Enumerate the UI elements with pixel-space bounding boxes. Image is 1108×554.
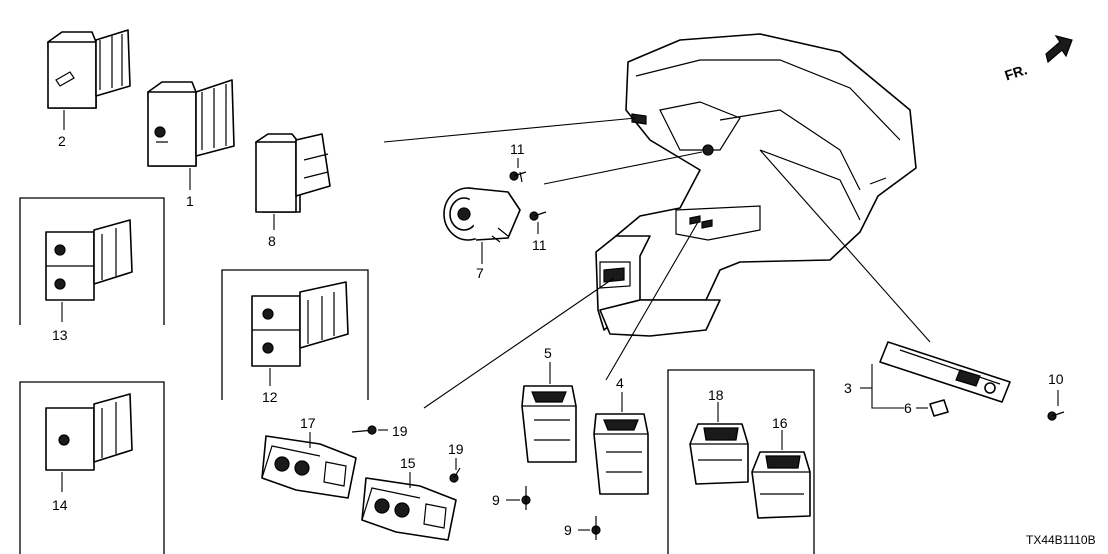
group-box-14 [19,381,165,554]
dashboard-console-illustration [595,33,917,337]
leader-7-to-dash [543,151,703,185]
callout-9-lower: 9 [564,522,572,538]
callout-14: 14 [52,497,68,513]
front-direction-arrow-icon [1045,35,1073,64]
screw-part-11-upper [509,158,527,183]
group-box-12 [221,269,369,400]
switch-part-13 [45,219,133,322]
switch-part-4 [593,392,649,495]
screw-part-9-lower [578,516,601,540]
leader-12-to-console [423,277,615,409]
callout-9-upper: 9 [492,492,500,508]
switch-part-2 [47,29,131,130]
callout-18: 18 [708,387,724,403]
callout-5: 5 [544,345,552,361]
callout-4: 4 [616,375,624,391]
callout-11-upper: 11 [510,141,525,157]
screw-part-19-right [449,458,461,483]
callout-19-right: 19 [448,441,464,457]
switch-part-18 [689,402,749,485]
group-box-13 [19,197,165,325]
jack-part-15 [361,472,457,541]
switch-part-14 [45,393,133,492]
callout-13: 13 [52,327,68,343]
callout-15: 15 [400,455,416,471]
callout-6: 6 [904,400,912,416]
callout-8: 8 [268,233,276,249]
bracket-part-8 [255,133,331,230]
leader-8-to-dash [383,117,637,143]
leader-3-to-dash [759,149,931,343]
diagram-code: TX44B1110B [1026,533,1096,547]
callout-17: 17 [300,415,316,431]
switch-part-5 [521,362,577,463]
ignition-switch-part-7 [443,187,521,264]
callout-2: 2 [58,133,66,149]
screw-part-9-upper [506,486,531,510]
callout-7: 7 [476,265,484,281]
callout-11-lower: 11 [532,237,547,253]
screw-part-11-lower [529,211,547,234]
callout-1: 1 [186,193,194,209]
screw-part-19-left [351,425,388,435]
callout-12: 12 [262,389,278,405]
switch-part-1 [147,79,235,190]
switch-part-16 [751,430,811,519]
callout-3: 3 [844,380,852,396]
leader-4-to-console [605,221,699,381]
callout-10: 10 [1048,371,1064,387]
callout-16: 16 [772,415,788,431]
switch-part-12 [251,281,349,386]
clip-part-6 [916,399,949,417]
callout-19-left: 19 [392,423,408,439]
panel-part-3 [860,341,1011,409]
jack-part-17 [261,432,357,499]
screw-part-10 [1047,390,1065,421]
group-box-16-18 [667,369,815,554]
front-direction-label: FR. [1003,61,1029,83]
